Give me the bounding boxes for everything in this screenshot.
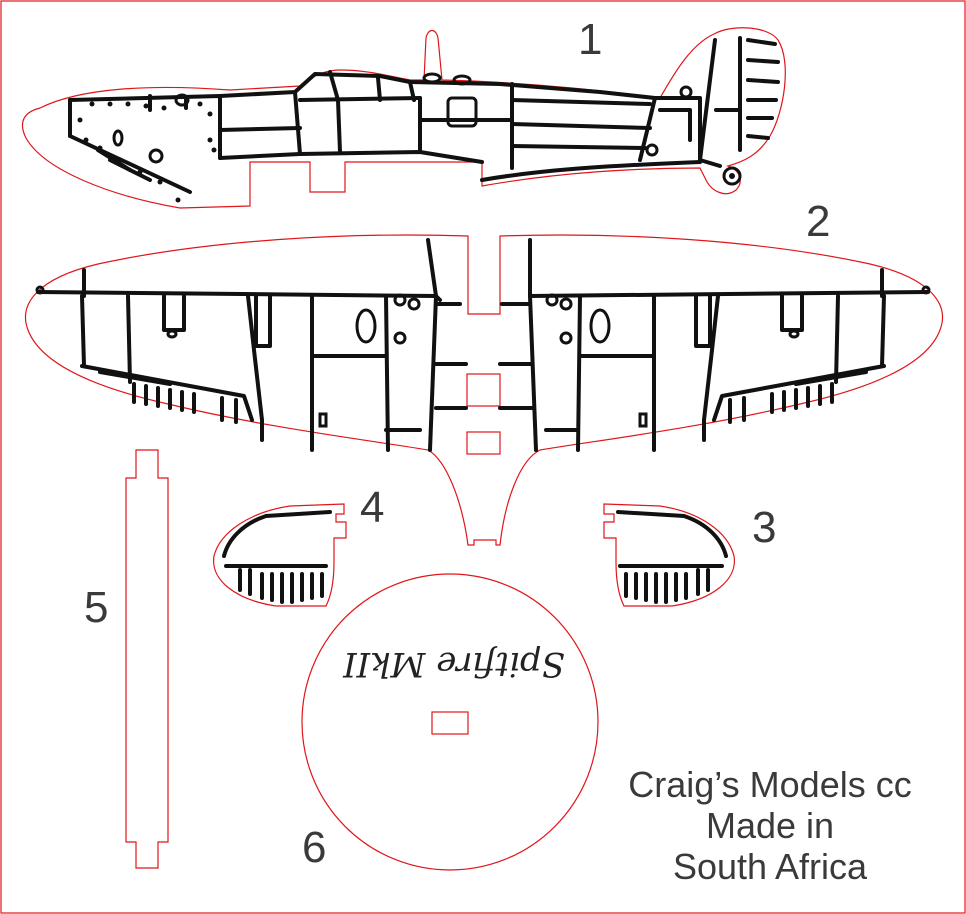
wing-slot-1 xyxy=(466,373,501,407)
part-label-3: 3 xyxy=(752,503,777,552)
maker-credit: Craig’s Models cc Made in South Africa xyxy=(600,764,940,887)
tailplane-right-outline xyxy=(603,503,735,607)
tailplane-left-outline xyxy=(213,503,347,607)
part-6-stand-base xyxy=(301,573,599,871)
stand-base-outline xyxy=(301,573,599,871)
part-2-main-wing xyxy=(24,234,944,546)
part-label-6: 6 xyxy=(302,823,327,872)
part-1-fuselage xyxy=(21,27,786,209)
maker-country: South Africa xyxy=(672,846,868,887)
part-label-4: 4 xyxy=(360,483,385,532)
wing-slot-2 xyxy=(466,431,501,455)
wing-outline xyxy=(24,234,944,546)
fuselage-outline xyxy=(21,27,786,209)
maker-name: Craig’s Models cc xyxy=(628,764,912,805)
part-label-2: 2 xyxy=(806,197,831,246)
part-5-stand-post xyxy=(125,449,169,869)
part-4-tailplane-left xyxy=(213,503,347,607)
stand-base-slot xyxy=(431,711,469,735)
part-label-1: 1 xyxy=(578,15,603,64)
maker-made-in: Made in xyxy=(705,805,835,846)
part-3-tailplane-right xyxy=(603,503,735,607)
part-label-5: 5 xyxy=(84,583,109,632)
stand-engraved-text: Spitfire MkII xyxy=(343,644,565,684)
